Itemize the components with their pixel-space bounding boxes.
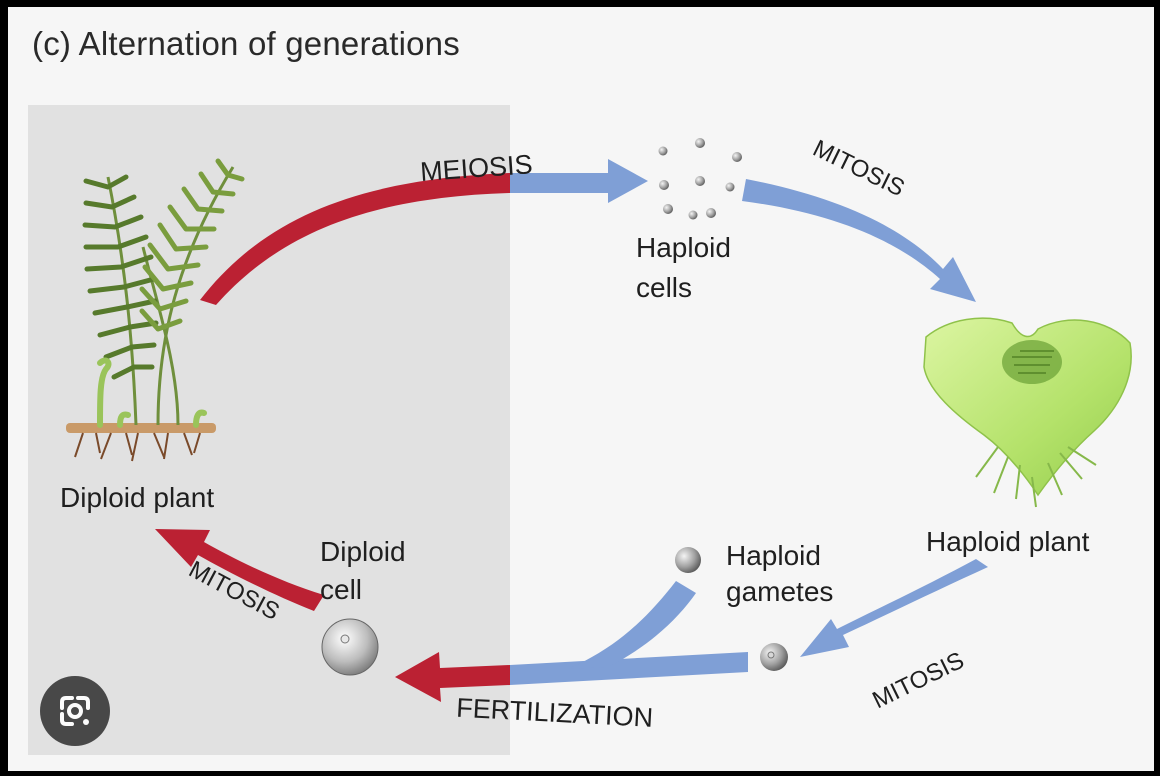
mitosis-top-label: MITOSIS bbox=[809, 135, 909, 202]
haploid-cells-label-line1: Haploid bbox=[636, 232, 731, 263]
haploid-gametes-label-line2: gametes bbox=[726, 576, 833, 607]
meiosis-arrow-haploid-segment bbox=[510, 159, 648, 203]
diploid-plant-label: Diploid plant bbox=[60, 482, 214, 513]
image-frame: (c) Alternation of generations bbox=[8, 7, 1154, 771]
mitosis-arrow-bottom-right bbox=[800, 559, 988, 657]
fertilization-label: FERTILIZATION bbox=[456, 693, 654, 733]
figure-title: (c) Alternation of generations bbox=[32, 25, 460, 62]
mitosis-arrow-top bbox=[742, 179, 976, 302]
fertilization-arrow-haploid-segment bbox=[510, 652, 748, 685]
haploid-cells-label-line2: cells bbox=[636, 272, 692, 303]
haploid-plant-label: Haploid plant bbox=[926, 526, 1090, 557]
life-cycle-diagram: MEIOSIS MITOSIS Haploid cells Haploid pl… bbox=[60, 135, 1132, 733]
diploid-cell-label-line1: Diploid bbox=[320, 536, 406, 567]
mitosis-right-label: MITOSIS bbox=[868, 647, 968, 714]
haploid-gamete-top bbox=[675, 547, 701, 573]
gamete-merge-arrow bbox=[568, 581, 696, 669]
diploid-cell-label-line2: cell bbox=[320, 574, 362, 605]
google-lens-icon bbox=[60, 696, 90, 726]
fertilization-arrow-diploid-segment bbox=[395, 652, 510, 702]
mitosis-arrow-left bbox=[155, 529, 324, 611]
haploid-gamete-bottom bbox=[760, 643, 788, 671]
haploid-cells-cluster bbox=[658, 138, 742, 220]
fern-diploid-plant-illustration bbox=[66, 158, 245, 462]
diploid-cell bbox=[321, 618, 379, 676]
meiosis-arrow-diploid-segment bbox=[200, 173, 510, 305]
gametophyte-haploid-plant-illustration bbox=[923, 317, 1132, 508]
lens-search-button[interactable] bbox=[40, 676, 110, 746]
haploid-gametes-label-line1: Haploid bbox=[726, 540, 821, 571]
